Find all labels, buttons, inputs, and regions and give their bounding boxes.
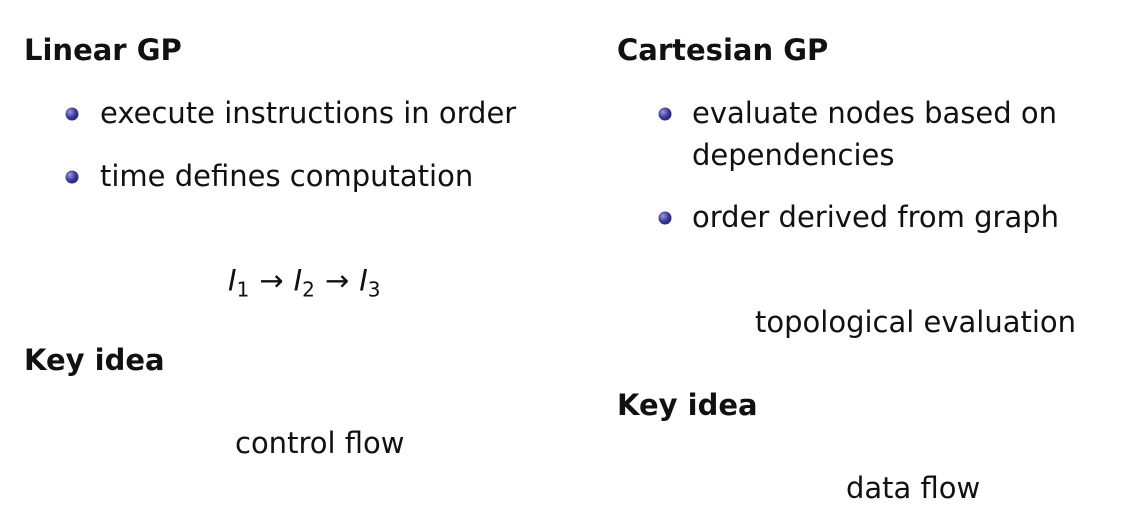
bullet-icon bbox=[658, 107, 672, 121]
key-idea-heading: Key idea bbox=[24, 343, 165, 377]
bullet-text-continued: dependencies bbox=[692, 138, 895, 172]
bullet-icon bbox=[658, 211, 672, 225]
instruction-sequence-formula: I1→I2→I3 bbox=[228, 264, 381, 307]
bullet-icon bbox=[65, 170, 79, 184]
linear-gp-heading: Linear GP bbox=[24, 33, 182, 67]
bullet-text: order derived from graph bbox=[692, 200, 1060, 234]
bullet-icon bbox=[65, 107, 79, 121]
formula-symbol: I bbox=[293, 263, 303, 298]
topological-evaluation-text: topological evaluation bbox=[755, 305, 1077, 339]
bullet-text: time defines computation bbox=[100, 159, 474, 193]
key-idea-heading: Key idea bbox=[617, 388, 758, 422]
formula-subscript: 2 bbox=[302, 277, 315, 302]
bullet-text: evaluate nodes based on bbox=[692, 96, 1057, 130]
arrow: → bbox=[259, 263, 284, 298]
formula-symbol: I bbox=[359, 263, 368, 298]
arrow: → bbox=[324, 263, 350, 298]
bullet-text: execute instructions in order bbox=[100, 96, 517, 130]
formula-subscript: 1 bbox=[236, 277, 250, 302]
formula-subscript: 3 bbox=[367, 277, 381, 302]
formula-symbol: I bbox=[228, 263, 237, 298]
key-idea-text: control flow bbox=[235, 426, 405, 460]
cartesian-gp-heading: Cartesian GP bbox=[617, 33, 829, 67]
key-idea-text: data flow bbox=[846, 471, 981, 505]
